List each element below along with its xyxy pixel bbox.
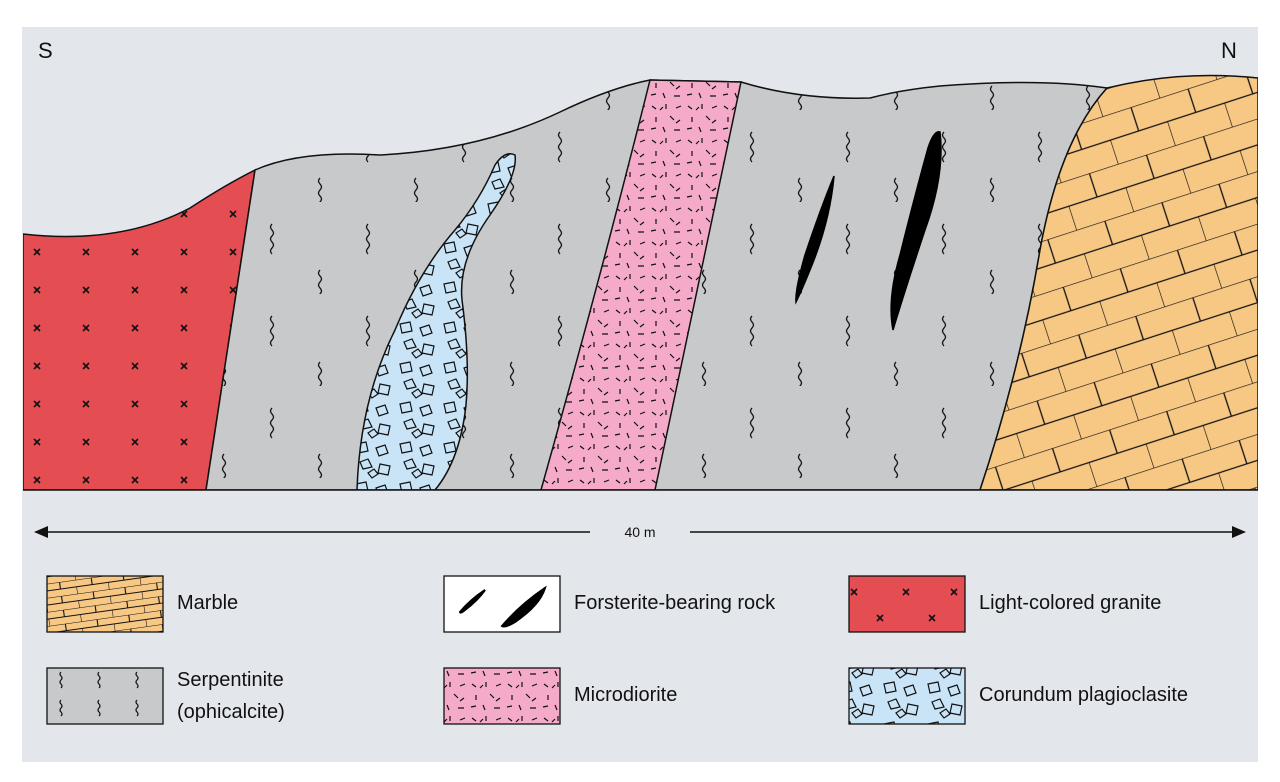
scale-arrow-right-icon [1232,526,1246,538]
forsterite-lens-1 [795,175,835,305]
south-label: S [38,38,53,63]
forsterite-swatch-lens-2 [500,585,547,628]
forsterite-swatch [443,575,561,633]
legend-label-corundum: Corundum plagioclasite [979,684,1188,706]
scale-label: 40 m [624,524,655,540]
north-label: N [1221,38,1237,63]
legend-label-granite: Light-colored granite [979,592,1161,614]
legend-label-forsterite: Forsterite-bearing rock [574,592,776,614]
legend: Marble Forsterite-bearing rock Light-col… [46,575,1188,725]
forsterite-swatch-lens-1 [458,589,486,614]
granite-swatch [848,575,966,633]
scale-arrow-left-icon [34,526,48,538]
legend-item-microdiorite: Microdiorite [443,667,677,725]
legend-item-forsterite: Forsterite-bearing rock [443,575,776,633]
legend-label-serpentinite-line1: Serpentinite [177,669,284,691]
legend-label-microdiorite: Microdiorite [574,684,677,706]
legend-item-granite: Light-colored granite [848,575,1161,633]
legend-label-marble: Marble [177,592,238,614]
legend-item-marble: Marble [46,575,238,633]
legend-item-serpentinite: Serpentinite (ophicalcite) [46,667,285,725]
scale-bar: 40 m [34,524,1246,540]
marble-swatch [46,575,164,633]
cross-section-body [23,74,1258,490]
legend-item-corundum: Corundum plagioclasite [848,667,1188,725]
marble-unit [979,74,1258,490]
legend-label-serpentinite-line2: (ophicalcite) [177,701,285,723]
forsterite-lens-2 [890,131,942,331]
